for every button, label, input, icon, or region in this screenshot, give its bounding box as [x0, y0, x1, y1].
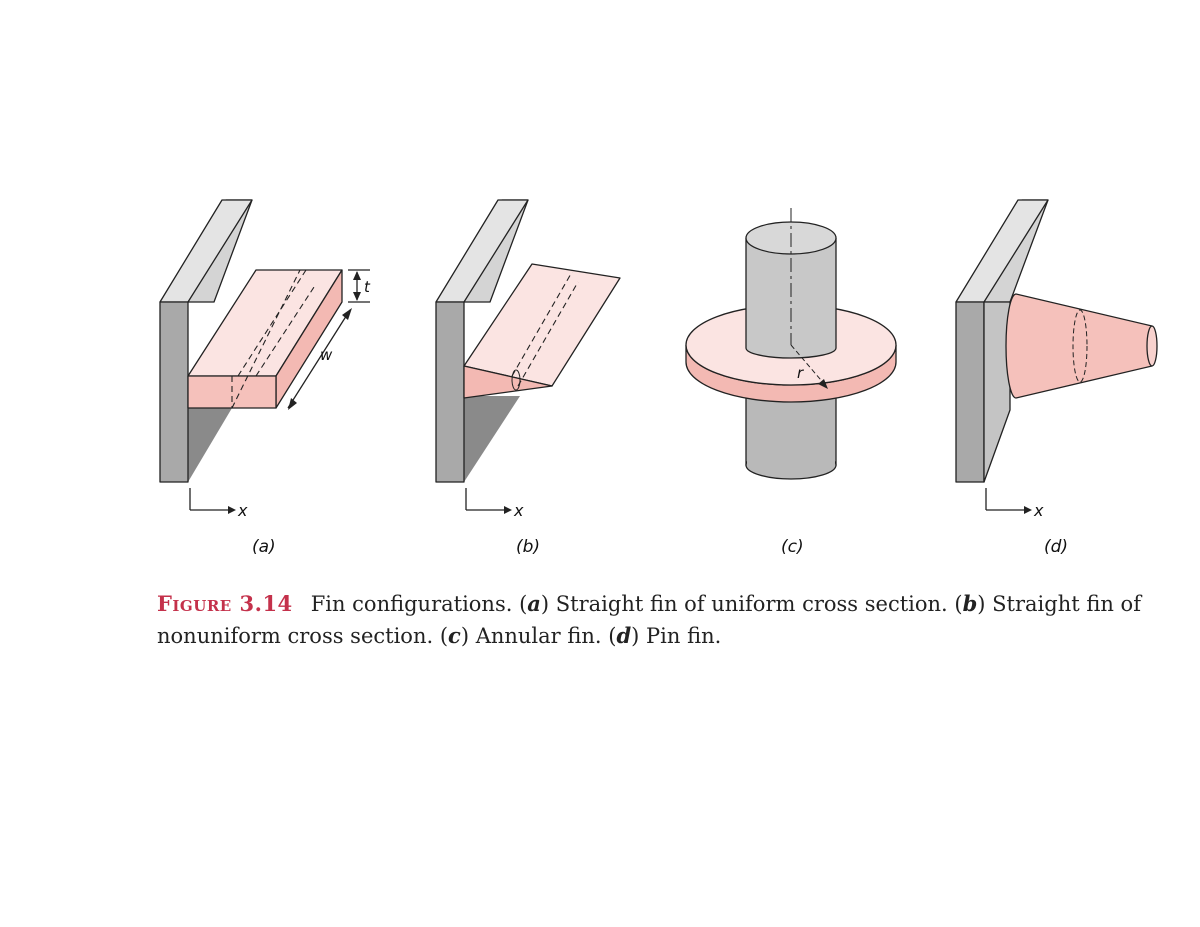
caption-part-b-text: Straight fin of nonuniform cross section… — [157, 592, 1141, 648]
fin-a-x-axis — [189, 488, 236, 514]
caption-part-d-text: Pin fin. — [646, 624, 722, 648]
fin-c-sublabel: (c) — [781, 537, 804, 557]
fin-b-x-axis — [465, 488, 512, 514]
fin-d-x-axis — [985, 488, 1032, 514]
fin-d-drawing — [955, 199, 1158, 514]
fin-b-section-outline — [511, 369, 521, 391]
fin-d-cone — [1005, 293, 1153, 399]
caption-lead: Fin configurations. — [310, 592, 513, 616]
fin-c-drawing — [685, 208, 897, 480]
fin-c-radius-arrow — [818, 379, 828, 389]
fin-c-radius-line — [790, 344, 827, 387]
fin-a-width-label: w — [320, 346, 333, 364]
fin-a-sublabel: (a) — [252, 537, 276, 557]
fin-b-wall-shadow — [464, 396, 520, 482]
fin-a-drawing — [159, 199, 370, 514]
fin-b-front-face — [463, 365, 553, 399]
fin-a-wall-shadow — [188, 408, 232, 482]
fin-a-thickness-label: t — [364, 278, 371, 296]
fin-d-wall-front — [955, 301, 985, 483]
figure-number: Figure 3.14 — [157, 591, 293, 616]
fin-d-sublabel: (d) — [1044, 537, 1068, 557]
fin-a-width-dimension — [287, 308, 352, 410]
caption-part-c-letter: c — [448, 623, 461, 648]
fin-b-sublabel: (b) — [516, 537, 540, 557]
fin-a-section-dashes — [231, 269, 317, 409]
caption-part-d-letter: d — [616, 623, 632, 648]
fin-configurations-figure: t w x (a) x (b) — [159, 199, 1158, 557]
fin-b-drawing — [435, 199, 621, 514]
fin-a-wall-front — [159, 301, 189, 483]
caption-part-c-text: Annular fin. — [475, 624, 602, 648]
fin-b-wall-front — [435, 301, 465, 483]
caption-part-b-letter: b — [962, 591, 978, 616]
fin-d-wall-side-lower — [983, 301, 1011, 483]
fin-d-x-label: x — [1033, 501, 1044, 520]
fin-d-section-outline — [1072, 309, 1088, 383]
fin-a-x-label: x — [237, 501, 248, 520]
caption-part-a-text: Straight fin of uniform cross section. — [555, 592, 948, 616]
caption-part-a-letter: a — [527, 591, 541, 616]
fin-b-x-label: x — [513, 501, 524, 520]
fin-b-section-dashes — [511, 271, 579, 387]
fin-a-thickness-dimension — [348, 269, 370, 303]
fin-d-cone-tip — [1146, 325, 1158, 367]
fin-c-radius-label: r — [797, 364, 804, 382]
